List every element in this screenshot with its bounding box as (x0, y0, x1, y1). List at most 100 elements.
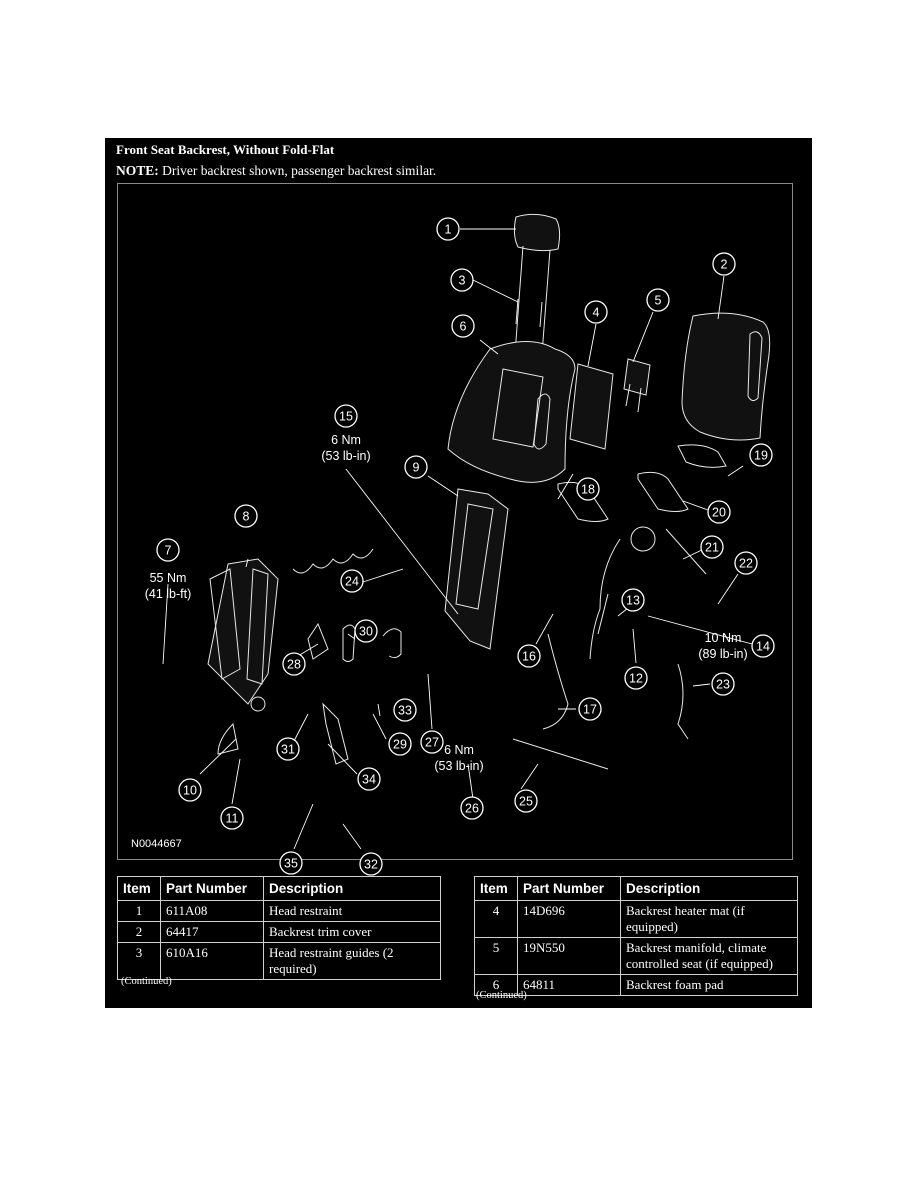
callout-17: 17 (578, 697, 602, 721)
callout-number: 24 (345, 575, 359, 589)
cell-description: Backrest manifold, climate controlled se… (620, 937, 798, 975)
torque-item14-nm: 10 Nm (705, 631, 742, 645)
callout-25: 25 (514, 789, 538, 813)
table-row: 5 19N550 Backrest manifold, climate cont… (474, 937, 798, 975)
table-row: 1 611A08 Head restraint (117, 900, 441, 922)
callout-26: 26 (460, 796, 484, 820)
torque-item26-nm: 6 Nm (444, 743, 474, 757)
torque-item7-nm: 55 Nm (150, 571, 187, 585)
table-row: 3 610A16 Head restraint guides (2 requir… (117, 942, 441, 980)
callout-number: 1 (445, 223, 452, 237)
callout-circle (393, 698, 417, 722)
callout-1: 1 (436, 217, 460, 241)
callout-circle (460, 796, 484, 820)
header-item: Item (117, 876, 161, 901)
callout-4: 4 (584, 300, 608, 324)
callout-number: 4 (593, 306, 600, 320)
callout-number: 22 (739, 557, 753, 571)
cell-description: Backrest foam pad (620, 974, 798, 996)
callout-18: 18 (576, 477, 600, 501)
callout-circle (578, 697, 602, 721)
callout-circle (646, 288, 670, 312)
torque-item15-nm: 6 Nm (331, 433, 361, 447)
callout-3: 3 (450, 268, 474, 292)
callout-5: 5 (646, 288, 670, 312)
cell-description: Backrest trim cover (263, 921, 441, 943)
callout-number: 20 (712, 506, 726, 520)
callout-28: 28 (282, 652, 306, 676)
note: NOTE: Driver backrest shown, passenger b… (116, 163, 436, 179)
cell-item: 6 (474, 974, 518, 996)
part-frame-right (444, 488, 509, 650)
callout-number: 12 (629, 672, 643, 686)
continued-label-right: (Continued) (476, 990, 527, 1001)
cell-part-number: 611A08 (160, 900, 264, 922)
cell-item: 5 (474, 937, 518, 975)
service-procedure-panel: Front Seat Backrest, Without Fold-Flat N… (105, 138, 812, 1008)
part-guides (515, 298, 543, 328)
cell-part-number: 19N550 (517, 937, 621, 975)
callout-30: 30 (354, 619, 378, 643)
callout-number: 18 (581, 483, 595, 497)
header-part-number: Part Number (517, 876, 621, 901)
callout-circle (517, 644, 541, 668)
callout-22: 22 (734, 551, 758, 575)
callout-number: 31 (281, 743, 295, 757)
callout-35: 35 (279, 851, 303, 875)
part-small-brackets (217, 622, 402, 765)
callout-number: 14 (756, 640, 770, 654)
callout-34: 34 (357, 767, 381, 791)
callout-circle (749, 443, 773, 467)
callout-10: 10 (178, 778, 202, 802)
table-row: 2 64417 Backrest trim cover (117, 921, 441, 943)
callout-9: 9 (404, 455, 428, 479)
part-head-restraint (513, 213, 561, 355)
callout-29: 29 (388, 732, 412, 756)
callout-number: 7 (165, 544, 172, 558)
callout-circle (340, 569, 364, 593)
part-heater-mat (569, 363, 614, 450)
callout-number: 28 (287, 658, 301, 672)
callout-number: 2 (721, 258, 728, 272)
leader-lines (162, 228, 753, 850)
callout-number: 3 (459, 274, 466, 288)
header-part-number: Part Number (160, 876, 264, 901)
callout-number: 26 (465, 802, 479, 816)
callout-number: 21 (705, 541, 719, 555)
part-springs (292, 444, 727, 574)
cell-description: Head restraint (263, 900, 441, 922)
callout-8: 8 (234, 504, 258, 528)
callout-circle (388, 732, 412, 756)
callout-circle (711, 672, 735, 696)
section-title: Front Seat Backrest, Without Fold-Flat (116, 142, 335, 157)
callout-11: 11 (220, 806, 244, 830)
callout-circle (156, 538, 180, 562)
cell-description: Backrest heater mat (if equipped) (620, 900, 798, 938)
callout-number: 32 (364, 858, 378, 872)
callout-circle (707, 500, 731, 524)
callout-16: 16 (517, 644, 541, 668)
figure-id: N0044667 (131, 838, 182, 850)
callout-number: 30 (359, 625, 373, 639)
callout-circle (451, 314, 475, 338)
cell-part-number: 14D696 (517, 900, 621, 938)
header-description: Description (620, 876, 798, 901)
callout-circle (584, 300, 608, 324)
table-row: 4 14D696 Backrest heater mat (if equippe… (474, 900, 798, 938)
callout-circle (276, 737, 300, 761)
callout-circle (624, 666, 648, 690)
cell-description: Head restraint guides (2 required) (263, 942, 441, 980)
part-manifold (623, 358, 651, 413)
callout-number: 25 (519, 795, 533, 809)
part-foam-pad (447, 341, 576, 483)
parts-table-right: Item Part Number Description 4 14D696 Ba… (474, 876, 798, 996)
callout-number: 27 (425, 736, 439, 750)
callout-circle (334, 404, 358, 428)
callout-number: 9 (413, 461, 420, 475)
continued-label-left: (Continued) (121, 976, 172, 987)
callout-circle (436, 217, 460, 241)
table-header-row: Item Part Number Description (474, 876, 798, 901)
callout-15: 15 (334, 404, 358, 428)
callout-number: 8 (243, 510, 250, 524)
parts-table-left: Item Part Number Description 1 611A08 He… (117, 876, 441, 980)
